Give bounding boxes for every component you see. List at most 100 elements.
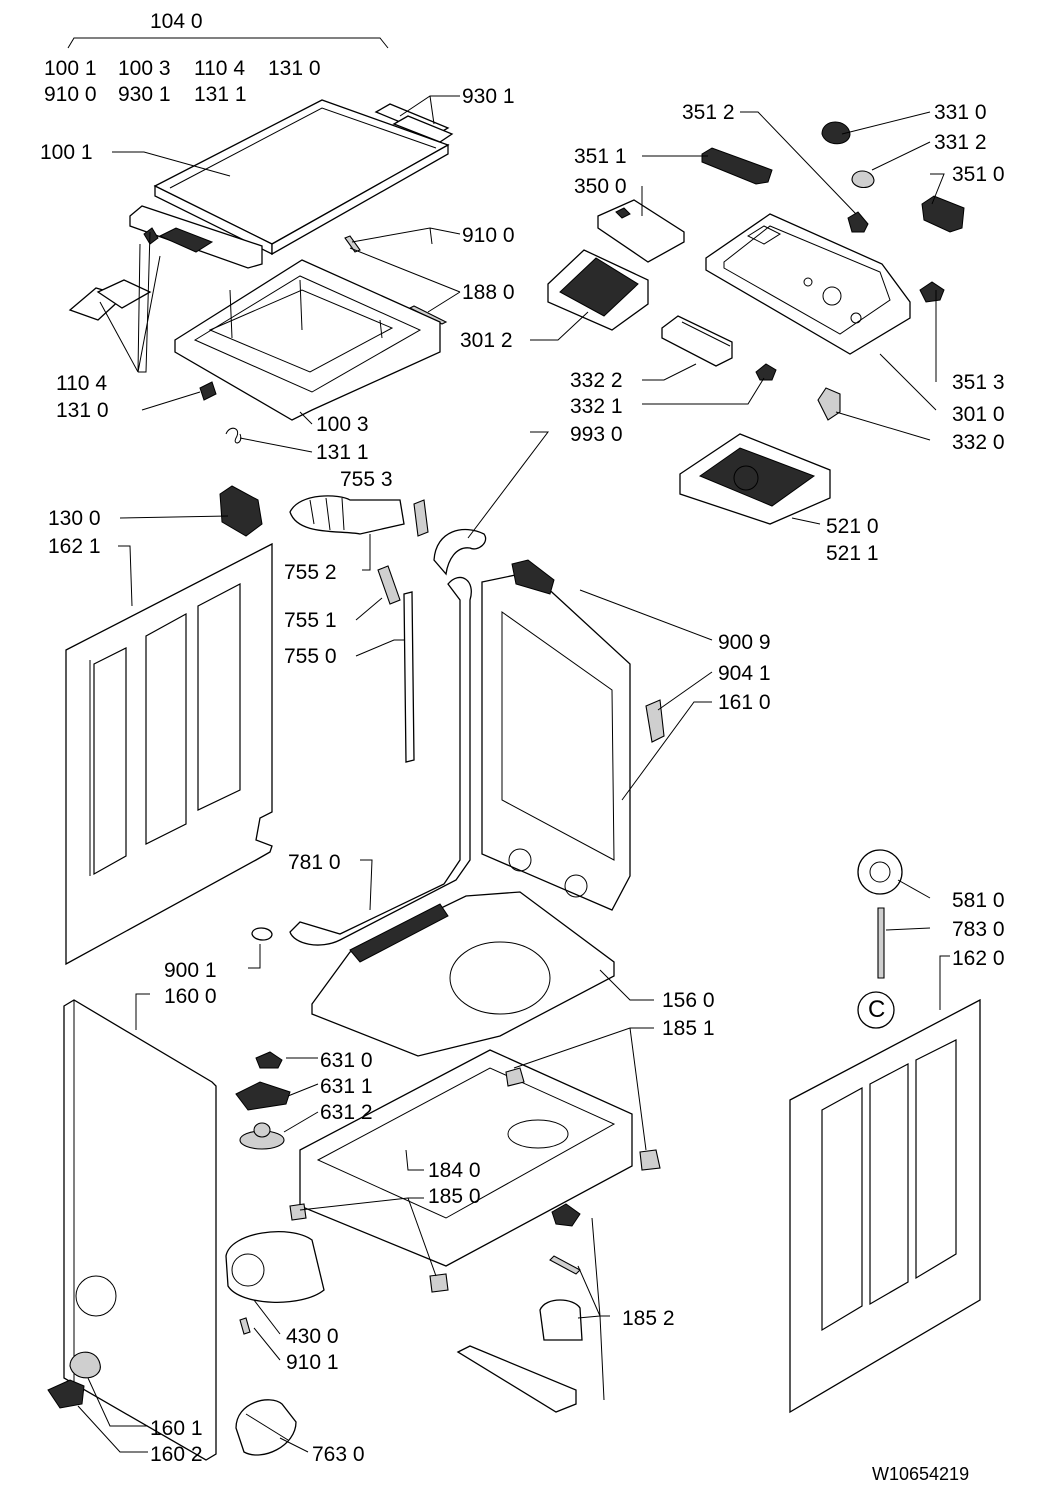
part-6311 (235, 1081, 291, 1111)
cap-9001-part (251, 927, 273, 941)
foot-holder-1852-part (539, 1299, 583, 1341)
hose-7550-part (403, 591, 415, 763)
part-label: 301 2 (460, 329, 513, 352)
spring-part (225, 427, 242, 444)
base-1560-part (311, 891, 615, 1057)
hose-7552-part (289, 495, 405, 535)
part-label: 993 0 (570, 423, 623, 446)
part-label: 331 2 (934, 131, 987, 154)
dispenser-5210-part (679, 433, 831, 525)
lid-handle-part (129, 205, 263, 269)
kit-row1-item-label: 100 1 (44, 57, 97, 80)
kit-title-label: 104 0 (150, 10, 203, 33)
part-label: 185 1 (662, 1017, 715, 1040)
part-label: 332 2 (570, 369, 623, 392)
lever-1852-part (456, 1345, 577, 1413)
kit-row1-item-label: 110 4 (194, 57, 245, 80)
part-label: 763 0 (312, 1443, 365, 1466)
filter-7630-part (235, 1399, 297, 1456)
screw-9101-part (239, 1317, 251, 1335)
part-label: 755 3 (340, 468, 393, 491)
drain-hose-7810-part (289, 576, 472, 946)
kit-row1-item-label: 131 0 (268, 57, 321, 80)
leader-lines (77, 95, 950, 1453)
part-label: 184 0 (428, 1159, 481, 1182)
part-label: 162 0 (952, 947, 1005, 970)
valve-3320-part (817, 387, 841, 421)
part-label: 930 1 (462, 85, 515, 108)
top-lid-part (153, 99, 450, 256)
reference-c-label: C (868, 996, 886, 1023)
cover-piece-part (96, 279, 152, 309)
bracket-1602-part (47, 1379, 85, 1409)
pulley-5810-part (857, 849, 903, 895)
part-label: 301 0 (952, 403, 1005, 426)
part-label: 332 1 (570, 395, 623, 418)
part-label: 131 1 (316, 441, 369, 464)
knob-ring-3312-part (851, 170, 875, 189)
part-label: 900 1 (164, 959, 217, 982)
part-label: 521 1 (826, 542, 879, 565)
part-label: 130 0 (48, 507, 101, 530)
switch-part (199, 381, 217, 401)
part-6312 (239, 1122, 285, 1150)
document-number: W10654219 (872, 1464, 970, 1484)
part-label: 910 0 (462, 224, 515, 247)
switch-1300-part (219, 485, 263, 537)
part-label: 188 0 (462, 281, 515, 304)
part-label: 631 2 (320, 1101, 373, 1124)
part-label: 162 1 (48, 535, 101, 558)
housing-3012-part (547, 249, 649, 331)
hose-9930-part (433, 528, 487, 576)
part-6310 (255, 1051, 283, 1069)
part-label: 755 2 (284, 561, 337, 584)
part-label: 161 0 (718, 691, 771, 714)
part-label: 910 1 (286, 1351, 339, 1374)
part-label: 781 0 (288, 851, 341, 874)
clip-part (143, 227, 159, 245)
part-label: 331 0 (934, 101, 987, 124)
pin-1852-part (549, 1255, 581, 1275)
key-strip-3322-part (661, 315, 733, 367)
kit-bracket (67, 37, 389, 49)
part-label: 430 0 (286, 1325, 339, 1348)
foot-part (639, 1149, 661, 1171)
front-panel-1600-part (63, 999, 217, 1461)
part-label: 160 0 (164, 985, 217, 1008)
part-label: 160 1 (150, 1417, 203, 1440)
bracket-3513-part (919, 281, 945, 303)
top-frame-part (174, 259, 441, 421)
bracket-3512-part (847, 211, 869, 233)
latch-9041-part (645, 699, 665, 743)
part-label: 351 2 (682, 101, 735, 124)
part-label: 631 1 (320, 1075, 373, 1098)
part-label: 332 0 (952, 431, 1005, 454)
part-label: 160 2 (150, 1443, 203, 1466)
part-label: 185 2 (622, 1307, 675, 1330)
reference-c-circle (857, 991, 895, 1029)
part-label: 351 0 (952, 163, 1005, 186)
part-label: 900 9 (718, 631, 771, 654)
foot-part (505, 1067, 525, 1087)
part-label: 755 0 (284, 645, 337, 668)
kit-row2-item-label: 930 1 (118, 83, 171, 106)
part-label: 631 0 (320, 1049, 373, 1072)
kit-row2-item-label: 131 1 (194, 83, 247, 106)
foot-part (429, 1273, 449, 1293)
clip-1852-part (551, 1203, 581, 1227)
filter-door-1601-part (69, 1351, 101, 1379)
part-label: 351 3 (952, 371, 1005, 394)
part-label: 100 1 (40, 141, 93, 164)
part-label: 581 0 (952, 889, 1005, 912)
part-label: 185 0 (428, 1185, 481, 1208)
button-3321-part (755, 363, 777, 381)
connector-7551-part (377, 565, 401, 605)
part-label: 904 1 (718, 662, 771, 685)
part-label: 521 0 (826, 515, 879, 538)
kit-row2-item-label: 910 0 (44, 83, 97, 106)
knob-3310-part (821, 121, 851, 145)
foot-part (289, 1203, 307, 1221)
part-label: 350 0 (574, 175, 627, 198)
side-panel-1621-part (65, 542, 273, 966)
rear-panel-1610-part (481, 559, 631, 911)
